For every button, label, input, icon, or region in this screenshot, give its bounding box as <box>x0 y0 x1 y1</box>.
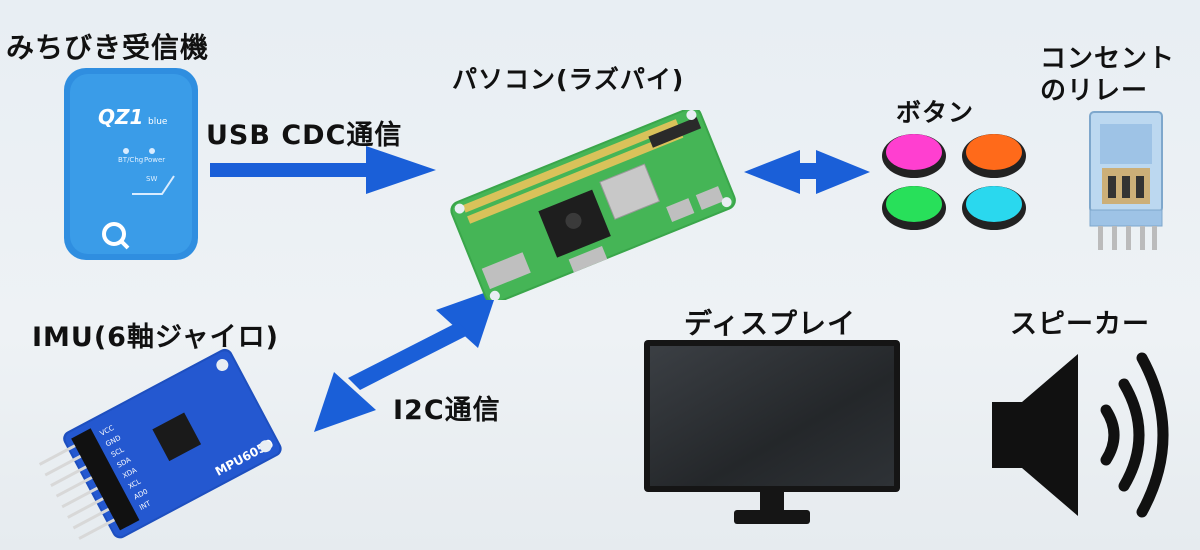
usb-cdc-label: USB CDC通信 <box>206 120 403 151</box>
relay-label-line1: コンセント <box>1040 44 1176 74</box>
display-monitor <box>644 340 900 524</box>
receiver-sw-label: SW <box>146 175 157 183</box>
pc-board <box>450 110 736 300</box>
i2c-label: I2C通信 <box>393 395 501 426</box>
pc-buttons-arrow <box>744 150 870 194</box>
imu-board: VCC GND SCL SDA XDA XCL AD0 INT MPU6050 <box>38 348 282 540</box>
button-cyan <box>962 186 1026 230</box>
receiver-device: QZ1 blue BT/Chg Power SW <box>64 68 198 260</box>
button-green <box>882 186 946 230</box>
speaker-icon <box>992 352 1169 518</box>
display-label: ディスプレイ <box>684 307 857 340</box>
imu-label: IMU(6軸ジャイロ) <box>32 322 279 353</box>
buttons-label: ボタン <box>896 98 975 127</box>
button-pink <box>882 134 946 178</box>
relay-label-line2: のリレー <box>1040 76 1149 106</box>
push-buttons <box>882 134 1026 230</box>
receiver-brand: QZ1 <box>98 105 143 129</box>
usb-arrow <box>210 146 436 194</box>
receiver-led2-label: Power <box>144 156 165 164</box>
button-orange <box>962 134 1026 178</box>
pc-label: パソコン(ラズパイ) <box>452 65 685 94</box>
receiver-brand-sub: blue <box>148 117 168 127</box>
speaker-label: スピーカー <box>1010 309 1150 340</box>
receiver-label: みちびき受信機 <box>6 31 210 64</box>
receiver-led1-label: BT/Chg <box>118 156 143 164</box>
relay-device <box>1089 111 1163 250</box>
receiver-logo-icon <box>102 222 130 250</box>
